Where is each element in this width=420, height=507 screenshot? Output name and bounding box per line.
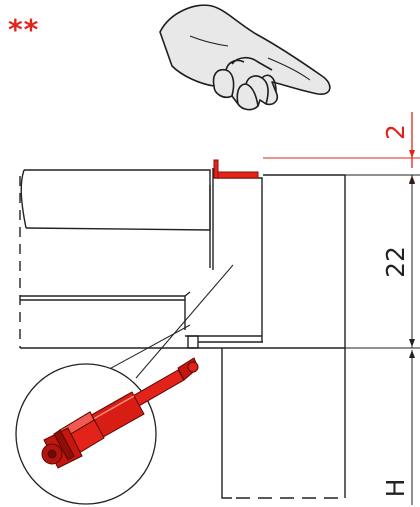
double-asterisk-marker: ** — [8, 13, 40, 46]
variable-height-label: H — [381, 479, 410, 498]
pointing-hand-icon — [159, 4, 331, 111]
height-dimension — [345, 174, 420, 505]
cabinet-outline — [19, 168, 346, 499]
gap-dimension-label: 2 — [381, 124, 410, 140]
gap-dimension: 2 — [263, 112, 420, 183]
linear-actuator-icon — [41, 357, 199, 469]
mounting-bracket — [213, 159, 259, 179]
height-dimension-label: 22 — [381, 246, 410, 278]
